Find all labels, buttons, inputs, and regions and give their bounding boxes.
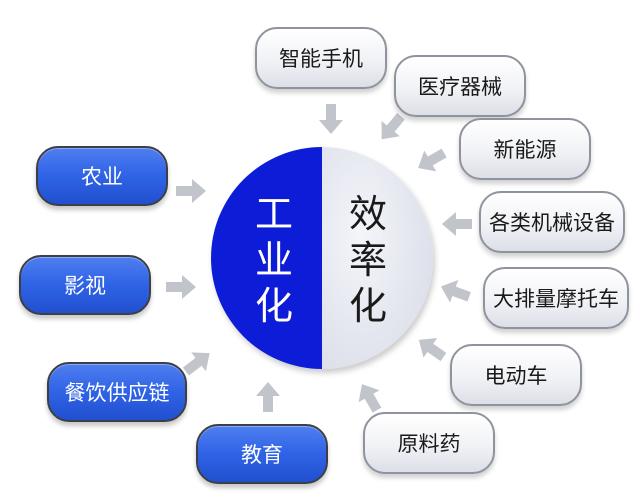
node-nongye[interactable]: 农业 [36, 146, 168, 206]
char: 化 [348, 284, 387, 328]
node-jixie-shebei[interactable]: 各类机械设备 [479, 191, 625, 253]
node-zhineng-shouji[interactable]: 智能手机 [255, 27, 387, 89]
node-diandongche[interactable]: 电动车 [450, 344, 582, 406]
char: 工 [254, 192, 293, 236]
node-motuoche[interactable]: 大排量摩托车 [483, 267, 629, 329]
char: 化 [254, 284, 293, 328]
node-xinnengyuan[interactable]: 新能源 [459, 118, 591, 180]
node-yiliao-qixie[interactable]: 医疗器械 [394, 55, 526, 117]
char: 效 [348, 192, 387, 236]
node-yingshi[interactable]: 影视 [19, 255, 151, 315]
left-half [211, 147, 322, 369]
char: 业 [254, 238, 293, 282]
left-vertical-text: 工 业 化 [248, 191, 300, 329]
node-canyin[interactable]: 餐饮供应链 [47, 362, 187, 422]
right-half [322, 147, 433, 369]
node-yuanliaoyao[interactable]: 原料药 [363, 412, 495, 474]
node-jiaoyu[interactable]: 教育 [196, 424, 328, 484]
char: 率 [348, 238, 387, 282]
right-vertical-text: 效 率 化 [342, 191, 394, 329]
